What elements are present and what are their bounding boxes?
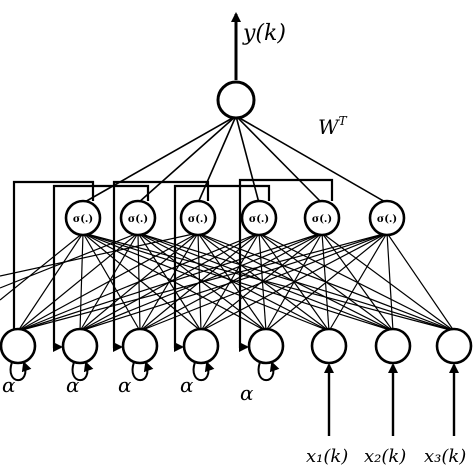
self-loop-1 bbox=[9, 361, 32, 381]
activation-label-4: σ(.) bbox=[249, 214, 269, 225]
weight-line-3-to-hidden-2 bbox=[137, 232, 141, 332]
self-loop-4 bbox=[192, 361, 215, 381]
input-label-1: x₁(k) bbox=[306, 446, 348, 467]
feedback-path-4 bbox=[173, 184, 271, 352]
connection-lines bbox=[0, 115, 455, 332]
feedback-lines bbox=[0, 178, 334, 352]
activation-label-2: σ(.) bbox=[128, 214, 148, 225]
context-node-1 bbox=[0, 327, 37, 365]
weight-label-main: W bbox=[318, 115, 340, 139]
activation-label-3: σ(.) bbox=[188, 214, 208, 225]
feedback-path-5 bbox=[238, 178, 334, 352]
input-node-1 bbox=[310, 327, 348, 365]
hidden-node-3 bbox=[179, 199, 217, 237]
weight-line-7-to-hidden-2 bbox=[137, 232, 394, 332]
context-node-3 bbox=[121, 327, 159, 365]
weight-line-8-to-hidden-6 bbox=[386, 232, 455, 332]
weight-line-8-to-hidden-2 bbox=[137, 232, 455, 332]
weight-line-hidden-2-to-output bbox=[137, 115, 237, 204]
weight-line-8-to-hidden-5 bbox=[321, 232, 455, 332]
weight-label: WT bbox=[318, 114, 348, 139]
weight-line-hidden-5-to-output bbox=[235, 115, 323, 204]
output-label: y(k) bbox=[242, 21, 286, 46]
hidden-node-5 bbox=[303, 199, 341, 237]
input-label-3: x₃(k) bbox=[424, 446, 466, 467]
input-label-2: x₂(k) bbox=[364, 446, 406, 467]
weight-line-2-to-hidden-1 bbox=[79, 232, 84, 332]
weight-line-1-to-hidden-2 bbox=[17, 232, 139, 332]
activation-label-5: σ(.) bbox=[312, 214, 332, 225]
context-and-input-layer bbox=[0, 327, 473, 436]
weight-line-1-to-hidden-3 bbox=[17, 232, 199, 332]
weight-line-4-to-hidden-1 bbox=[82, 232, 202, 332]
input-node-2 bbox=[374, 327, 412, 365]
hidden-node-1 bbox=[64, 199, 102, 237]
alpha-label-5: α bbox=[240, 381, 254, 405]
activation-label-6: σ(.) bbox=[377, 214, 397, 225]
weight-line-2-to-hidden-2 bbox=[79, 232, 139, 332]
weight-line-3-to-hidden-1 bbox=[82, 232, 141, 332]
weight-line-6-to-hidden-3 bbox=[197, 232, 330, 332]
alpha-label-3: α bbox=[118, 373, 132, 397]
weight-line-5-to-hidden-3 bbox=[197, 232, 267, 332]
hidden-layer: σ(.) σ(.) σ(.) σ(.) σ(.) σ(.) bbox=[64, 199, 406, 237]
output-node bbox=[216, 80, 256, 120]
weight-line-hidden-6-to-output bbox=[235, 115, 388, 204]
weight-line-7-to-hidden-1 bbox=[82, 232, 394, 332]
weight-line-hidden-4-to-output bbox=[235, 115, 260, 204]
self-loop-3 bbox=[131, 361, 154, 381]
weight-label-superscript: T bbox=[339, 114, 348, 128]
weight-line-hidden-1-to-output bbox=[82, 115, 237, 204]
weight-line-5-to-hidden-2 bbox=[137, 232, 267, 332]
context-node-5 bbox=[247, 327, 285, 365]
weight-line-offscreen-3 bbox=[0, 232, 199, 277]
weight-line-hidden-3-to-output bbox=[197, 115, 237, 204]
weight-line-6-to-hidden-2 bbox=[137, 232, 330, 332]
hidden-node-6 bbox=[368, 199, 406, 237]
weight-line-1-to-hidden-1 bbox=[17, 232, 84, 332]
weight-line-8-to-hidden-1 bbox=[82, 232, 455, 332]
hidden-node-4 bbox=[240, 199, 278, 237]
weight-line-4-to-hidden-4 bbox=[200, 232, 260, 332]
weight-line-4-to-hidden-2 bbox=[137, 232, 202, 332]
feedback-path-2 bbox=[52, 184, 150, 352]
weight-line-8-to-hidden-4 bbox=[258, 232, 455, 332]
feedback-path-3 bbox=[112, 180, 210, 352]
weight-line-4-to-hidden-3 bbox=[197, 232, 202, 332]
hidden-node-2 bbox=[119, 199, 157, 237]
alpha-label-4: α bbox=[180, 373, 194, 397]
input-node-3 bbox=[435, 327, 473, 365]
context-node-4 bbox=[182, 327, 220, 365]
context-node-2 bbox=[61, 327, 99, 365]
weight-line-6-to-hidden-1 bbox=[82, 232, 330, 332]
weight-line-4-to-hidden-5 bbox=[200, 232, 323, 332]
self-loop-2 bbox=[71, 361, 94, 381]
bottom-labels: α α α α α x₁(k) x₂(k) x₃(k) bbox=[2, 373, 466, 467]
alpha-label-2: α bbox=[66, 373, 80, 397]
activation-label-1: σ(.) bbox=[73, 214, 93, 225]
self-loop-5 bbox=[257, 361, 280, 381]
alpha-label-1: α bbox=[2, 373, 16, 397]
